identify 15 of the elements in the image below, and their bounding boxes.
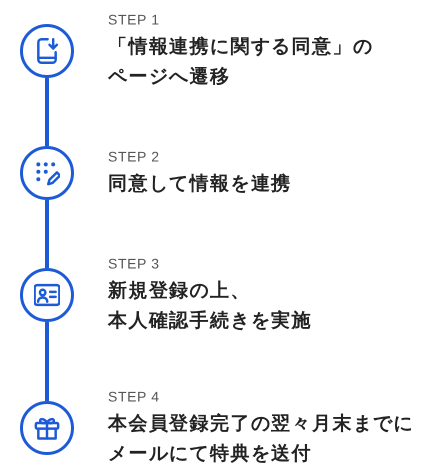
step-title: 同意して情報を連携 — [108, 172, 293, 196]
step-title: 本会員登録完了の翌々月末までにメールにて特典を送付 — [108, 412, 415, 466]
step-circle — [20, 401, 74, 455]
step-circle — [20, 24, 74, 78]
step-number: STEP 3 — [108, 254, 160, 272]
step-title: 「情報連携に関する同意」のページへ遷移 — [108, 34, 374, 90]
connector-line — [45, 200, 49, 268]
connector-line — [45, 322, 49, 401]
step-circle — [20, 268, 74, 322]
step-number: STEP 4 — [108, 388, 160, 406]
connector-line — [45, 78, 49, 146]
step-circle — [20, 146, 74, 200]
step-title: 新規登録の上、本人確認手続きを実施 — [108, 278, 313, 334]
step-number: STEP 2 — [108, 148, 160, 166]
step-number: STEP 1 — [108, 10, 160, 28]
